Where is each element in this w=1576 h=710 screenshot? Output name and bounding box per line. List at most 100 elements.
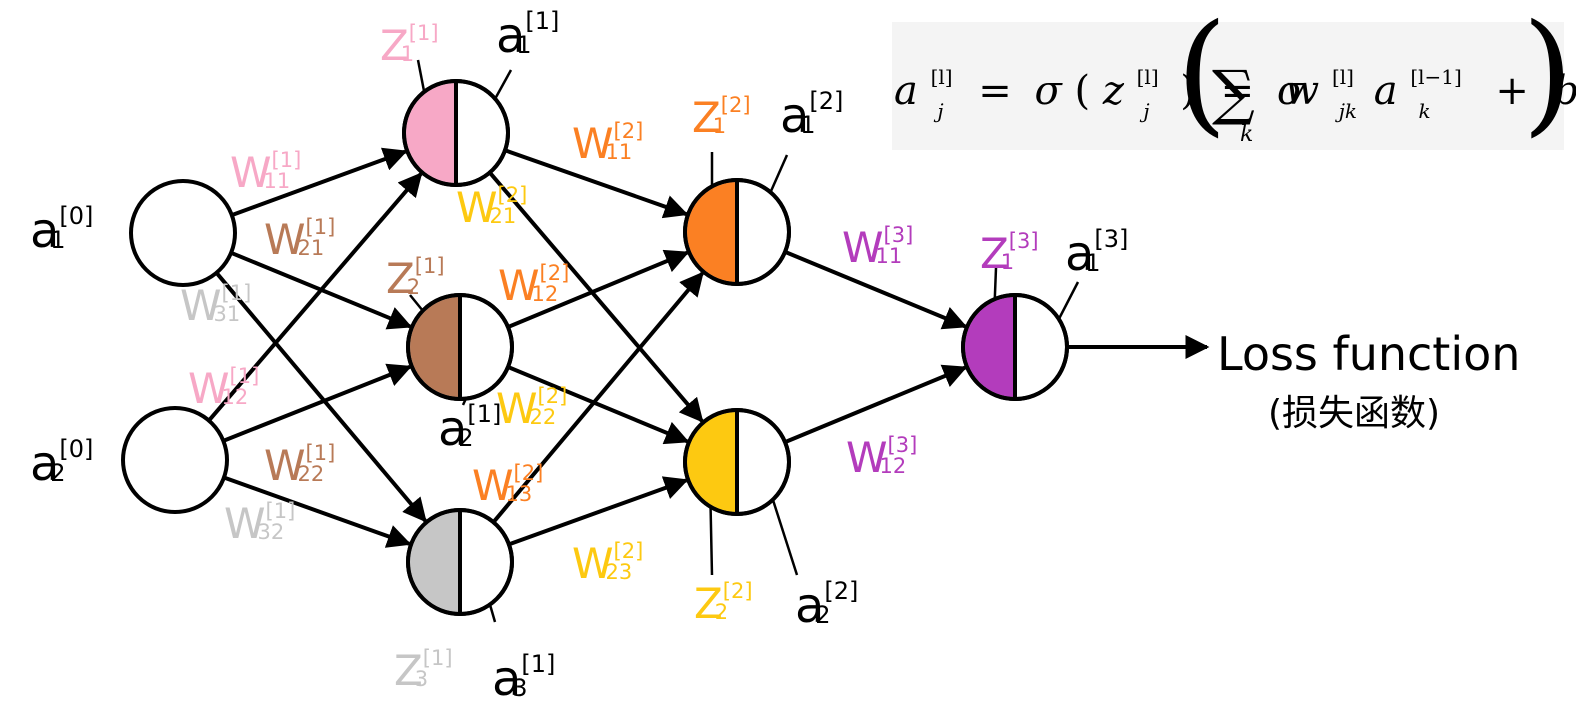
label-superscript: [1]: [230, 364, 260, 388]
label-w1-31: W[1]31: [180, 281, 251, 330]
node-h11: [402, 79, 510, 187]
formula-sup-l-a: [l]: [931, 65, 953, 89]
formula-rhs-text: w [l] jk a [l−1] k + b [l] j: [1285, 48, 1576, 128]
formula-sub-k: k: [1419, 99, 1431, 123]
label-z1-3: Z[1]3: [394, 646, 453, 695]
network-nodes: [121, 79, 1069, 616]
node-h22: [683, 408, 791, 516]
label-superscript: [2]: [514, 461, 544, 485]
label-superscript: [1]: [521, 650, 555, 678]
label-w2-23: W[2]23: [572, 539, 643, 588]
label-base: W: [498, 261, 540, 310]
formula-big-lparen: (: [1176, 0, 1228, 150]
label-subscript: 2: [50, 459, 65, 487]
label-a2-1: a[2]1: [780, 87, 843, 144]
label-superscript: [1]: [222, 281, 252, 305]
label-subscript: 1: [516, 31, 531, 59]
edge-in1-h13: [214, 271, 427, 523]
formula-sum: ∑: [1212, 58, 1255, 128]
formula-rparen: ): [1180, 68, 1196, 114]
formula-big-rparen: ): [1522, 0, 1574, 150]
node-in1: [129, 179, 237, 287]
network-connections: [207, 147, 968, 548]
label-superscript: [0]: [59, 202, 93, 230]
edge-h22-out: [784, 364, 968, 444]
formula-sub-j-z: j: [1139, 99, 1149, 123]
label-base: W: [264, 441, 306, 490]
label-a1-1: a[1]1: [496, 7, 559, 64]
label-subscript: 1: [401, 42, 414, 66]
edge-h12-h22: [507, 365, 690, 445]
label-superscript: [1]: [306, 215, 336, 239]
label-subscript: 2: [407, 275, 420, 299]
label-subscript: 12: [221, 385, 248, 409]
edge-h11-h22: [488, 171, 704, 423]
label-base: a: [1065, 226, 1094, 282]
formula-sub-j-a: j: [933, 99, 943, 123]
label-w1-32: W[1]32: [224, 499, 295, 548]
edge-h21-out: [784, 250, 968, 330]
label-base: W: [224, 499, 266, 548]
label-subscript: 2: [458, 424, 473, 452]
label-subscript: 11: [263, 169, 290, 193]
label-superscript: [1]: [409, 21, 439, 45]
label-base: a: [30, 436, 59, 492]
formula-background: [892, 22, 1564, 150]
node-in2: [121, 406, 229, 514]
label-base: Z: [980, 229, 1009, 278]
label-subscript: 1: [713, 114, 726, 138]
label-subscript: 12: [879, 454, 906, 478]
label-superscript: [0]: [59, 435, 93, 463]
label-base: W: [572, 539, 614, 588]
formula-plus: +: [1495, 68, 1529, 114]
label-superscript: [3]: [1009, 229, 1039, 253]
network-labels: a[0]1a[0]2a[1]1a[1]2a[1]3a[2]1a[2]2a[3]1…: [30, 7, 1128, 707]
formula-a: a: [894, 68, 918, 114]
formula-eq-2: =: [1221, 68, 1255, 114]
label-a1-2: a[1]2: [438, 400, 501, 457]
label-superscript: [1]: [415, 254, 445, 278]
label-w1-11: W[1]11: [230, 148, 301, 197]
label-subscript: 22: [529, 405, 556, 429]
formula-sum-index-k: k: [1240, 122, 1253, 147]
formula-a-k: a: [1374, 68, 1398, 114]
label-subscript: 21: [297, 236, 324, 260]
label-base: Z: [394, 646, 423, 695]
label-base: a: [795, 578, 824, 634]
label-subscript: 1: [1085, 249, 1100, 277]
label-base: a: [492, 651, 521, 707]
label-subscript: 11: [605, 140, 632, 164]
node-circle: [121, 406, 229, 514]
label-superscript: [3]: [1094, 225, 1128, 253]
label-superscript: [2]: [614, 539, 644, 563]
label-z3-1: Z[3]1: [980, 229, 1039, 278]
loss-function-title: Loss function: [1217, 327, 1520, 381]
edge-in1-h11: [231, 147, 408, 217]
edge-h12-h21: [507, 249, 690, 329]
label-base: W: [496, 384, 538, 433]
label-subscript: 23: [605, 560, 632, 584]
label-subscript: 1: [50, 226, 65, 254]
edge-in2-h11: [207, 172, 423, 422]
formula-sup-lm1: [l−1]: [1410, 65, 1461, 89]
label-z1-1: Z[1]1: [380, 21, 439, 70]
formula-eq-1: =: [978, 68, 1012, 114]
node-h12: [406, 293, 514, 401]
label-superscript: [2]: [809, 87, 843, 115]
label-superscript: [1]: [266, 499, 296, 523]
label-base: W: [842, 223, 884, 272]
activation-formula: a [l] j = σ ( z [l] j ) = σ ( ∑ k w [l] …: [892, 0, 1576, 150]
label-superscript: [2]: [498, 183, 528, 207]
label-w2-21: W[2]21: [456, 183, 527, 232]
label-w2-22: W[2]22: [496, 384, 567, 433]
formula-z: z: [1102, 68, 1125, 114]
label-superscript: [2]: [723, 579, 753, 603]
edge-h13-h22: [508, 476, 689, 547]
formula-text: a [l] j = σ ( z [l] j ) = σ: [894, 48, 1306, 128]
label-base: Z: [694, 579, 723, 628]
label-superscript: [1]: [306, 441, 336, 465]
label-base: a: [438, 401, 467, 457]
label-superscript: [1]: [423, 646, 453, 670]
label-superscript: [3]: [888, 433, 918, 457]
